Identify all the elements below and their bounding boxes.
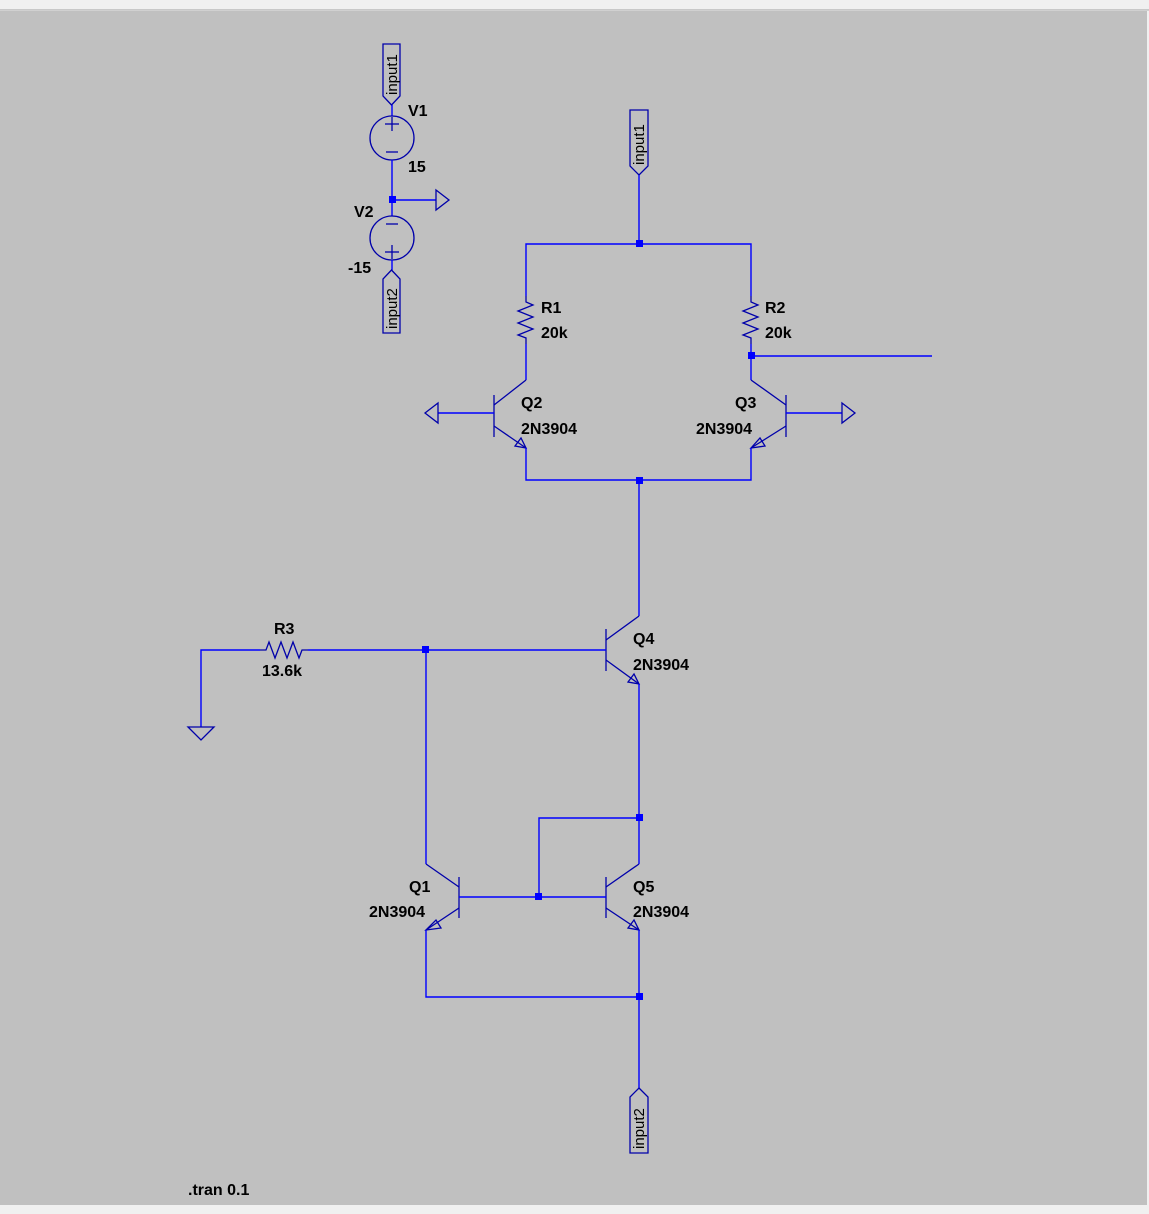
ground-icon <box>186 726 216 741</box>
r1-name: R1 <box>541 300 562 317</box>
ground-icon <box>841 401 857 425</box>
resistor-r1[interactable] <box>516 296 535 344</box>
v1-value: 15 <box>408 159 426 176</box>
transistor-q4[interactable] <box>605 615 641 685</box>
q2-model: 2N3904 <box>521 421 577 438</box>
net-label-input1-top-text: input1 <box>631 124 648 165</box>
r3-name: R3 <box>274 621 295 638</box>
q5-name: Q5 <box>633 879 654 896</box>
r2-name: R2 <box>765 300 786 317</box>
q1-name: Q1 <box>409 879 430 896</box>
top-bar <box>0 0 1149 10</box>
net-label-input1-top[interactable]: input1 <box>629 109 649 176</box>
net-label-input1-supply-text: input1 <box>384 54 401 95</box>
right-edge <box>1147 11 1149 1205</box>
q1-model: 2N3904 <box>369 904 425 921</box>
net-label-input2-bottom[interactable]: input2 <box>629 1087 649 1154</box>
q4-model: 2N3904 <box>633 657 689 674</box>
r2-value: 20k <box>765 325 792 342</box>
ground-icon <box>435 188 451 212</box>
resistor-r2[interactable] <box>741 296 760 344</box>
r1-value: 20k <box>541 325 568 342</box>
transistor-q3[interactable] <box>749 379 787 449</box>
bottom-bar <box>0 1205 1149 1214</box>
transistor-q2[interactable] <box>493 379 528 449</box>
ground-icon <box>423 401 439 425</box>
v2-value: -15 <box>348 260 371 277</box>
r3-value: 13.6k <box>262 663 302 680</box>
net-label-input2-bottom-text: input2 <box>631 1108 648 1149</box>
q5-model: 2N3904 <box>633 904 689 921</box>
net-label-input1-supply[interactable]: input1 <box>382 43 401 106</box>
q2-name: Q2 <box>521 395 542 412</box>
net-label-input2-supply-text: input2 <box>384 288 401 329</box>
q3-model: 2N3904 <box>696 421 752 438</box>
net-label-input2-supply[interactable]: input2 <box>382 269 401 334</box>
q3-name: Q3 <box>735 395 756 412</box>
drawing-area <box>0 11 1147 1205</box>
spice-directive[interactable]: .tran 0.1 <box>188 1182 249 1199</box>
resistor-r3[interactable] <box>260 640 308 660</box>
v1-name: V1 <box>408 103 428 120</box>
q4-name: Q4 <box>633 631 654 648</box>
v2-name: V2 <box>354 204 374 221</box>
